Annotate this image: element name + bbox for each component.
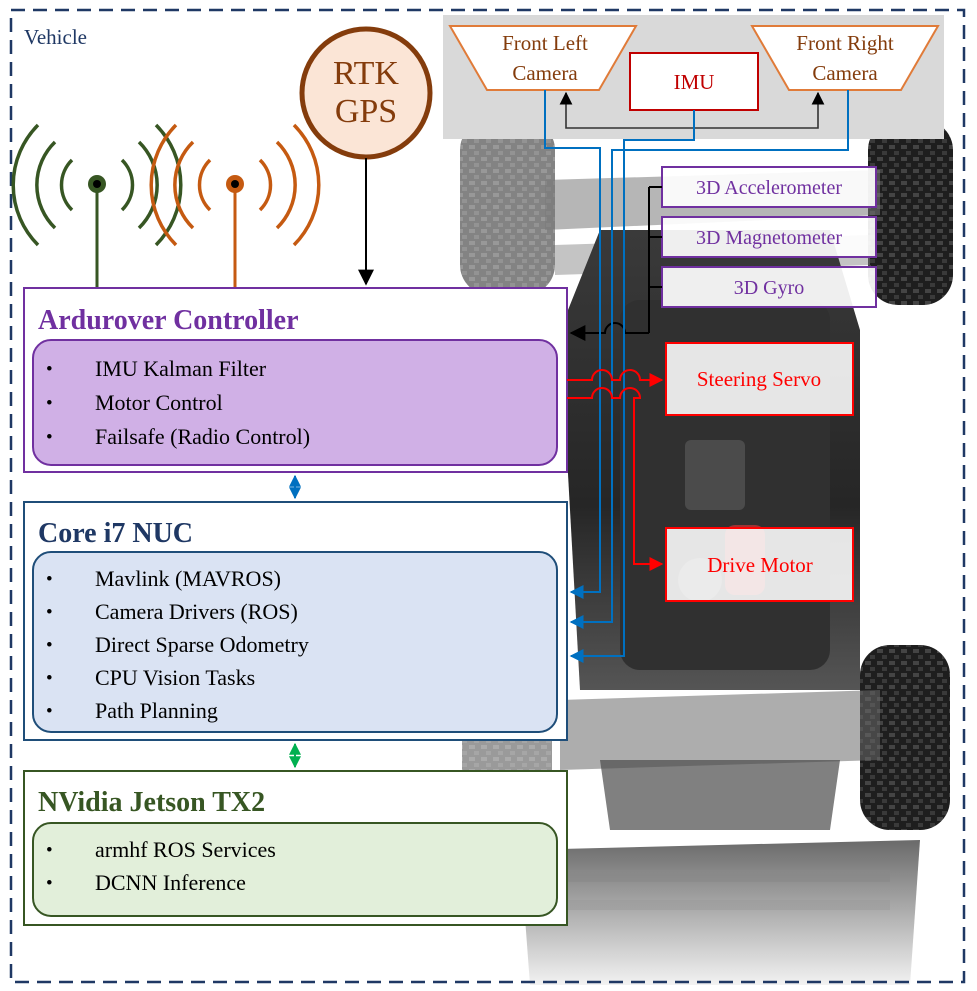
- front-left-camera: Front Left Camera: [448, 25, 638, 91]
- jetson-title: NVidia Jetson TX2: [38, 787, 265, 818]
- nuc-item-text: Camera Drivers (ROS): [95, 599, 298, 624]
- radio-antenna-orange: [149, 123, 321, 288]
- front-right-wheel: [868, 120, 953, 305]
- steering-servo-label: Steering Servo: [697, 367, 821, 391]
- imu-sensor-accelerometer: 3D Accelerometer: [661, 166, 877, 208]
- nuc-item-text: Mavlink (MAVROS): [95, 566, 281, 591]
- svg-text:•: •: [46, 359, 53, 380]
- nuc-item-text: Direct Sparse Odometry: [95, 632, 309, 657]
- ardurover-item-text: Failsafe (Radio Control): [95, 424, 310, 449]
- ardurover-title: Ardurover Controller: [38, 305, 299, 336]
- nuc-item-text: Path Planning: [95, 698, 218, 723]
- magnetometer-label: 3D Magnetometer: [696, 227, 842, 249]
- drive-motor: Drive Motor: [665, 527, 854, 602]
- nuc-item: • Camera Drivers (ROS): [46, 599, 298, 624]
- svg-text:•: •: [46, 668, 53, 689]
- gyro-label: 3D Gyro: [734, 277, 805, 299]
- jetson-box: NVidia Jetson TX2 • armhf ROS Services •…: [23, 770, 568, 926]
- nuc-item: • Mavlink (MAVROS): [46, 566, 281, 591]
- imu-sensor-gyro: 3D Gyro: [661, 266, 877, 308]
- svg-text:•: •: [46, 840, 53, 861]
- ardurover-item: • IMU Kalman Filter: [46, 356, 267, 381]
- nuc-item: • CPU Vision Tasks: [46, 665, 255, 690]
- front-right-camera: Front Right Camera: [750, 25, 940, 91]
- ardurover-item: • Failsafe (Radio Control): [46, 424, 310, 449]
- svg-text:•: •: [46, 569, 53, 590]
- svg-text:•: •: [46, 602, 53, 623]
- svg-text:•: •: [46, 701, 53, 722]
- imu-box: IMU: [629, 52, 759, 111]
- drive-motor-label: Drive Motor: [707, 553, 813, 577]
- imu-sensor-magnetometer: 3D Magnetometer: [661, 216, 877, 258]
- jetson-item: • armhf ROS Services: [46, 837, 276, 862]
- vehicle-label: Vehicle: [24, 25, 87, 49]
- rear-right-wheel: [860, 645, 950, 830]
- nuc-item: • Direct Sparse Odometry: [46, 632, 309, 657]
- ardurover-item-text: IMU Kalman Filter: [95, 356, 267, 381]
- rtk-gps: RTK GPS: [299, 26, 433, 160]
- steering-servo: Steering Servo: [665, 342, 854, 416]
- ardurover-item: • Motor Control: [46, 390, 223, 415]
- jetson-item-text: DCNN Inference: [95, 870, 246, 895]
- front-left-camera-label-2: Camera: [512, 61, 578, 85]
- svg-text:•: •: [46, 873, 53, 894]
- svg-text:•: •: [46, 635, 53, 656]
- camera-imu-cables: [544, 90, 849, 663]
- vehicle-boundary: [9, 8, 966, 984]
- jetson-item: • DCNN Inference: [46, 870, 246, 895]
- actuator-control-lines: [567, 369, 664, 571]
- rear-spoiler: [520, 840, 920, 985]
- ardurover-item-text: Motor Control: [95, 390, 223, 415]
- front-left-wheel: [460, 120, 555, 295]
- ardurover-controller: Ardurover Controller • IMU Kalman Filter…: [23, 287, 568, 473]
- svg-text:•: •: [46, 393, 53, 414]
- nuc-item-text: CPU Vision Tasks: [95, 665, 255, 690]
- nuc-box: Core i7 NUC • Mavlink (MAVROS) • Camera …: [23, 501, 568, 741]
- front-right-camera-label-2: Camera: [812, 61, 878, 85]
- nuc-item: • Path Planning: [46, 698, 218, 723]
- gps-label-1: RTK: [333, 55, 399, 92]
- front-right-camera-label-1: Front Right: [796, 31, 894, 55]
- imu-label: IMU: [674, 70, 715, 94]
- front-left-camera-label-1: Front Left: [502, 31, 588, 55]
- nuc-title: Core i7 NUC: [38, 518, 193, 549]
- svg-text:•: •: [46, 427, 53, 448]
- jetson-item-text: armhf ROS Services: [95, 837, 276, 862]
- gps-label-2: GPS: [335, 93, 397, 130]
- accelerometer-label: 3D Accelerometer: [696, 177, 842, 199]
